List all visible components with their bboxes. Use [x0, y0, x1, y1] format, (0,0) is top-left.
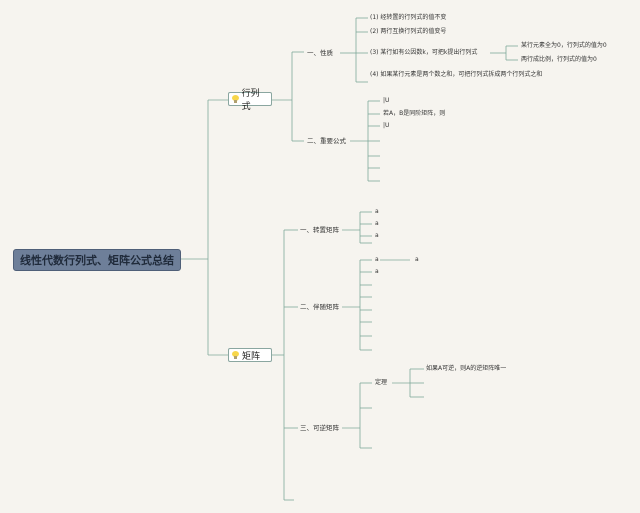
inverse-theorem[interactable]: 定理 [375, 379, 388, 386]
formula-item[interactable]: 若A，B是同阶矩阵，则 [383, 110, 446, 117]
subtopic-formulas[interactable]: 二、重要公式 [307, 137, 346, 145]
main-topic-label: 行列式 [241, 89, 260, 112]
main-topic-determinant[interactable]: 行列式 [228, 89, 272, 112]
property-subitem[interactable]: 某行元素全为0，行列式的值为0 [521, 42, 607, 49]
adjugate-item[interactable]: a [375, 268, 379, 275]
lightbulb-icon [232, 95, 239, 103]
lightbulb-icon [232, 351, 239, 359]
transpose-item[interactable]: a [375, 208, 379, 215]
transpose-item[interactable]: a [375, 232, 379, 239]
subtopic-inverse[interactable]: 三、可逆矩阵 [300, 424, 339, 432]
main-topic-matrix[interactable]: 矩阵 [228, 348, 272, 362]
adjugate-item[interactable]: a [375, 256, 379, 263]
main-topic-label: 矩阵 [242, 351, 261, 362]
property-item[interactable]: (1) 经转置的行列式的值不变 [370, 14, 447, 21]
transpose-item[interactable]: a [375, 220, 379, 227]
property-item[interactable]: (2) 两行互换行列式的值变号 [370, 28, 447, 35]
inverse-subitem[interactable]: 如果A可逆，则A的逆矩阵唯一 [426, 365, 507, 372]
root-topic[interactable]: 线性代数行列式、矩阵公式总结 [13, 249, 181, 271]
formula-item[interactable]: |U [383, 122, 390, 129]
property-item[interactable]: (4) 如果某行元素是两个数之和，可把行列式拆成两个行列式之和 [370, 71, 543, 78]
subtopic-transpose[interactable]: 一、转置矩阵 [300, 226, 339, 234]
subtopic-adjugate[interactable]: 二、伴随矩阵 [300, 303, 339, 311]
property-item[interactable]: (3) 某行如有公因数k，可把k提出行列式 [370, 49, 478, 56]
property-subitem[interactable]: 两行成比例，行列式的值为0 [521, 56, 597, 63]
adjugate-subitem[interactable]: a [415, 256, 419, 263]
subtopic-properties[interactable]: 一、性质 [307, 49, 333, 57]
formula-item[interactable]: |U [383, 97, 390, 104]
